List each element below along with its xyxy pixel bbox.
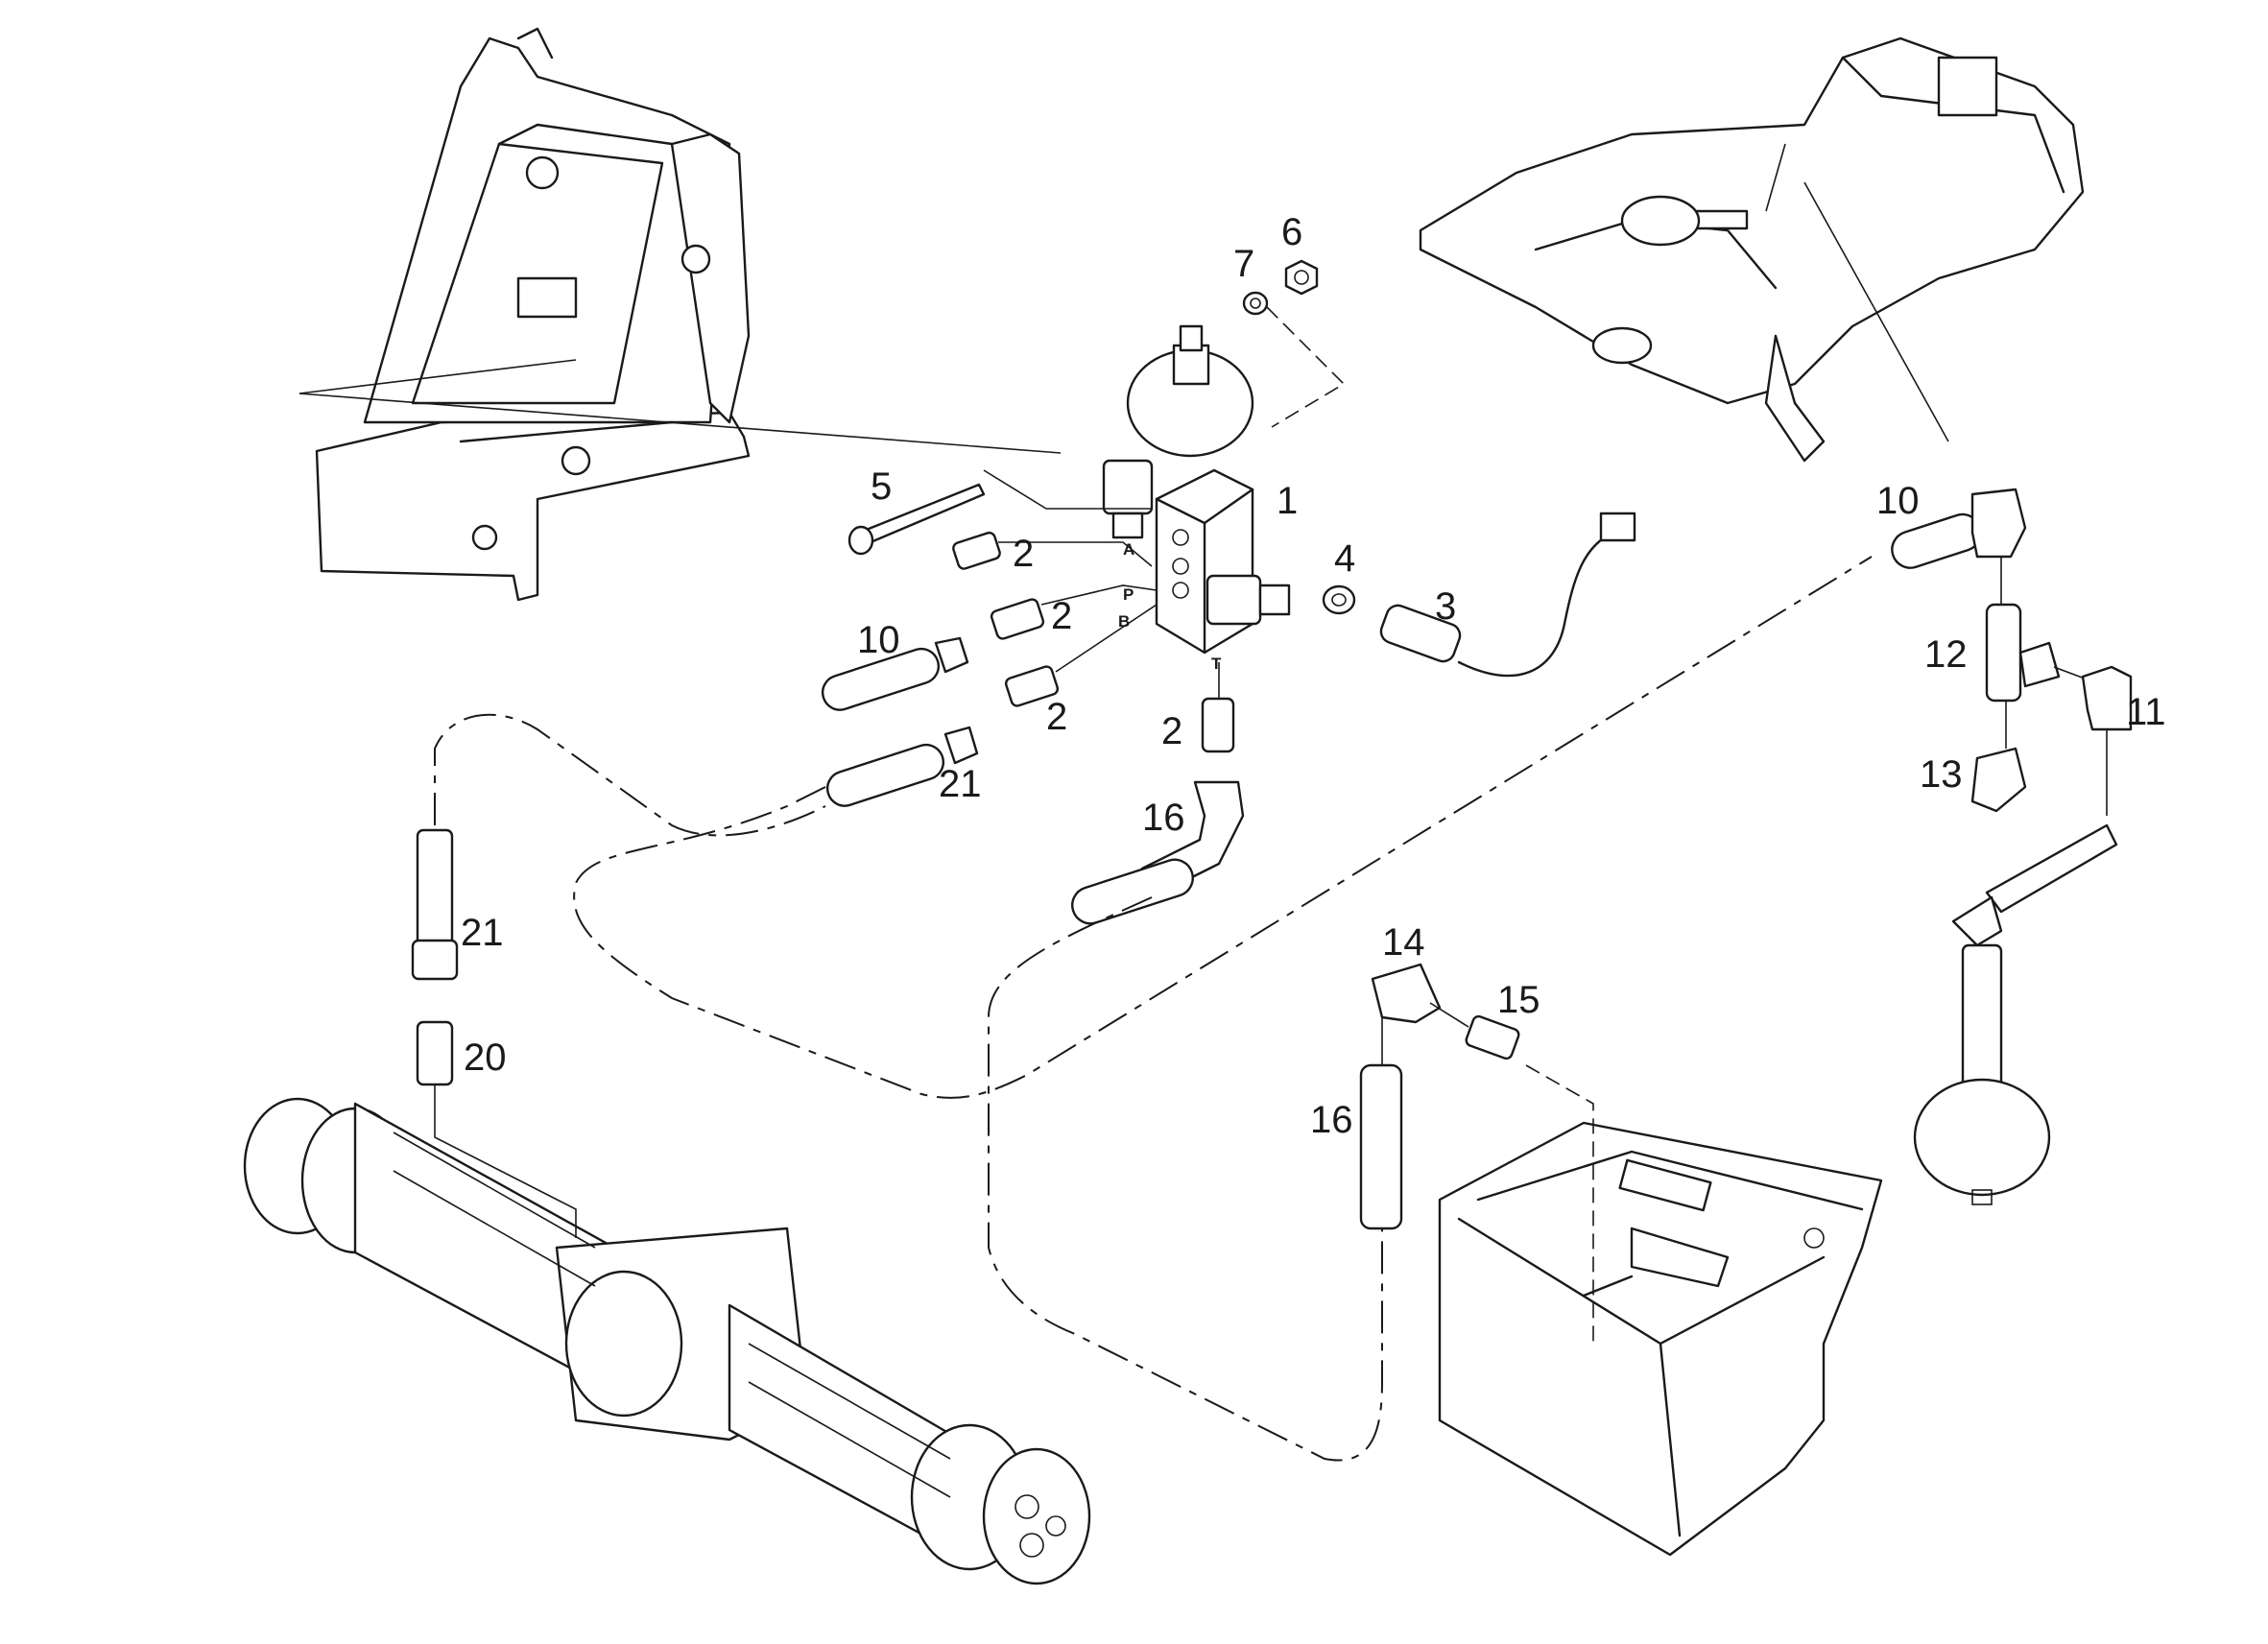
label-part-4: 4: [1334, 537, 1355, 580]
label-part-21: 21: [461, 912, 504, 954]
pressure-sensor-3: [1322, 512, 1636, 678]
label-part-15: 15: [1497, 979, 1540, 1021]
fitting-2-upper: [952, 531, 1001, 570]
label-part-7: 7: [1233, 243, 1254, 285]
label-part-20: 20: [464, 1036, 507, 1079]
label-part-10: 10: [857, 619, 900, 661]
label-part-6: 6: [1281, 211, 1302, 253]
label-part-10: 10: [1876, 480, 1920, 522]
label-part-2: 2: [1161, 710, 1182, 752]
label-part-16: 16: [1142, 797, 1185, 839]
label-part-3: 3: [1435, 585, 1456, 628]
elbow-14-fitting-15: [1359, 963, 1520, 1230]
label-part-11: 11: [2126, 691, 2166, 733]
loader-frame-drawing: [298, 27, 1062, 602]
rear-chassis-drawing: [1419, 36, 2085, 463]
port-label-p: P: [1123, 585, 1134, 604]
label-part-12: 12: [1924, 633, 1968, 676]
port-label-t: T: [1211, 655, 1222, 673]
hose-21-upper: [825, 726, 979, 807]
right-fitting-assembly: [1891, 488, 2133, 1205]
port-label-a: A: [1123, 540, 1134, 559]
label-part-21: 21: [939, 763, 982, 805]
fitting-2-bottom: [1201, 697, 1235, 753]
label-part-14: 14: [1382, 921, 1425, 964]
front-axle-drawing: [243, 1084, 1091, 1585]
port-labels: A P B T: [1118, 540, 1222, 673]
hose-10-left: [821, 636, 969, 711]
valve-block-assembly: [821, 259, 1346, 925]
hose-routing-dashed: [434, 556, 1873, 1462]
label-part-16: 16: [1310, 1099, 1353, 1141]
port-label-b: B: [1118, 612, 1130, 631]
label-part-5: 5: [871, 465, 892, 508]
hydraulic-tank-drawing: [1438, 1064, 1883, 1557]
label-part-2: 2: [1051, 595, 1072, 637]
label-part-13: 13: [1920, 753, 1963, 796]
label-part-2: 2: [1046, 696, 1067, 738]
label-part-2: 2: [1013, 533, 1034, 575]
fitting-2-middle: [990, 598, 1045, 640]
part-number-labels: 1 2 2 2 2 3 4 5 6 7 10 10 11 12 13 14 15…: [461, 211, 2166, 1141]
fitting-2-lower: [1004, 665, 1060, 707]
label-part-1: 1: [1277, 480, 1298, 522]
hose-21-vertical: [411, 828, 459, 1086]
